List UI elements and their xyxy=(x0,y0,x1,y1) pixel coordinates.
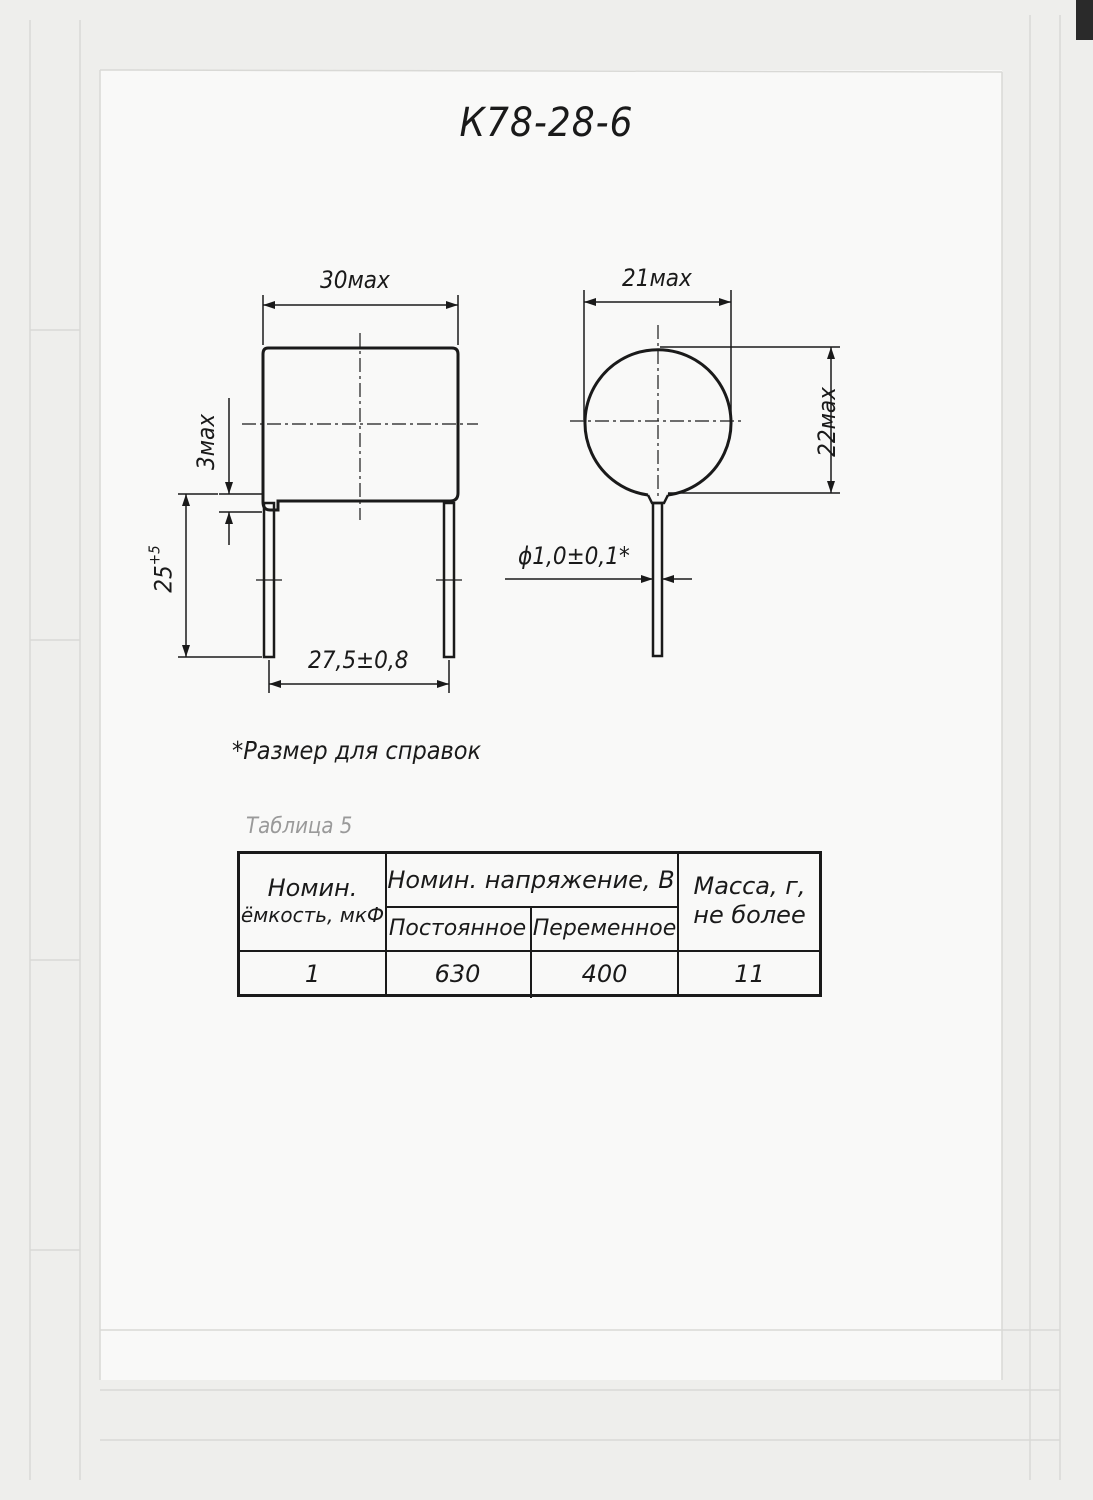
cell-mass: 11 xyxy=(734,960,765,988)
table-divider xyxy=(385,854,387,994)
spec-table: Номин. ёмкость, мкФ Номин. напряжение, В… xyxy=(237,851,822,998)
header-capacity: Номин. ёмкость, мкФ xyxy=(240,874,385,927)
table-divider xyxy=(240,950,820,952)
table-divider xyxy=(385,906,677,908)
cell-ac: 400 xyxy=(581,960,628,988)
header-capacity-line1: Номин. xyxy=(267,874,358,902)
dim-lead-diameter: ϕ1,0±0,1* xyxy=(518,542,630,570)
header-mass: Масса, г, не более xyxy=(677,872,822,930)
table-divider xyxy=(530,906,532,998)
header-mass-line2: не более xyxy=(693,900,806,929)
faint-frame xyxy=(29,15,1061,1480)
dim-gap: 3мах xyxy=(192,413,221,471)
reference-note: *Размер для справок xyxy=(232,736,482,765)
header-ac: Переменное xyxy=(532,916,677,941)
header-capacity-line2: ёмкость, мкФ xyxy=(240,902,385,927)
header-dc: Постоянное xyxy=(388,916,527,941)
dim-width-front: 30мах xyxy=(320,266,390,294)
dim-width-side: 21мах xyxy=(622,264,692,292)
dim-height-side: 22мах xyxy=(812,387,841,457)
drawing-title: К78-28-6 xyxy=(459,100,634,146)
header-mass-line1: Масса, г, xyxy=(693,872,806,900)
side-view xyxy=(505,290,840,658)
table-caption: Таблица 5 xyxy=(246,814,353,839)
header-voltage: Номин. напряжение, В xyxy=(387,866,675,894)
dim-lead-length-tolerance: +5 xyxy=(145,545,164,566)
cell-capacity: 1 xyxy=(304,960,321,988)
front-view xyxy=(178,295,478,693)
table-divider xyxy=(677,854,679,994)
cell-dc: 630 xyxy=(434,960,481,988)
dim-lead-length: 25+5 xyxy=(146,545,178,593)
dim-lead-pitch: 27,5±0,8 xyxy=(308,646,409,674)
dim-lead-length-value: 25 xyxy=(149,565,178,593)
